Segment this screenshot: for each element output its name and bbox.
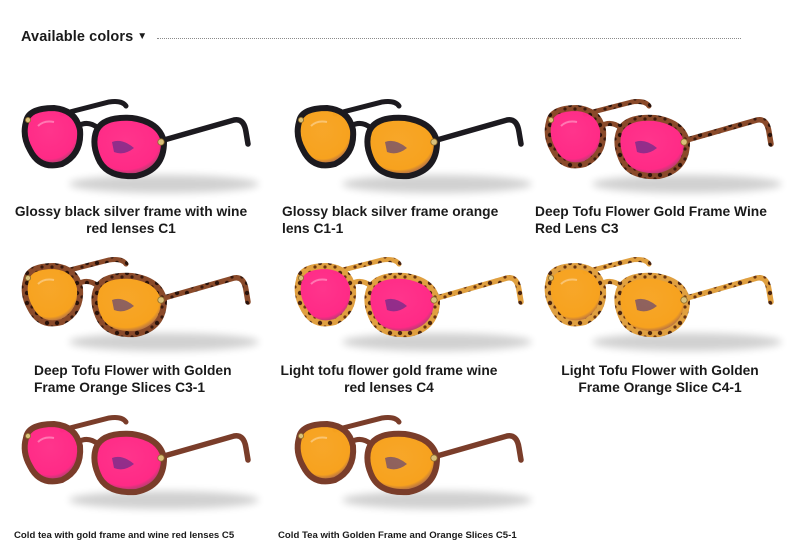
product-caption: Glossy black silver frame with wine red … [14,204,248,236]
product-item[interactable] [537,250,787,390]
product-item[interactable] [287,250,537,390]
product-item[interactable] [14,408,264,548]
product-item[interactable] [287,408,537,548]
dotted-divider [157,37,741,39]
product-caption: Light tofu flower gold frame wine red le… [280,363,498,395]
available-colors-header[interactable]: Available colors ▼ [21,27,741,47]
product-caption: Cold Tea with Golden Frame and Orange Sl… [278,530,517,541]
header-title: Available colors [21,29,134,45]
product-caption: Deep Tofu Flower Gold Frame Wine Red Len… [535,204,767,236]
triangle-down-icon: ▼ [137,31,148,42]
product-caption: Cold tea with gold frame and wine red le… [14,530,235,541]
product-item[interactable] [287,92,537,232]
product-item[interactable] [14,250,264,390]
product-item[interactable] [14,92,264,232]
product-caption: Light Tofu Flower with Golden Frame Oran… [561,363,759,395]
product-item[interactable] [537,92,787,232]
product-caption: Deep Tofu Flower with Golden Frame Orang… [34,363,232,395]
product-caption: Glossy black silver frame orange lens C1… [282,204,499,236]
